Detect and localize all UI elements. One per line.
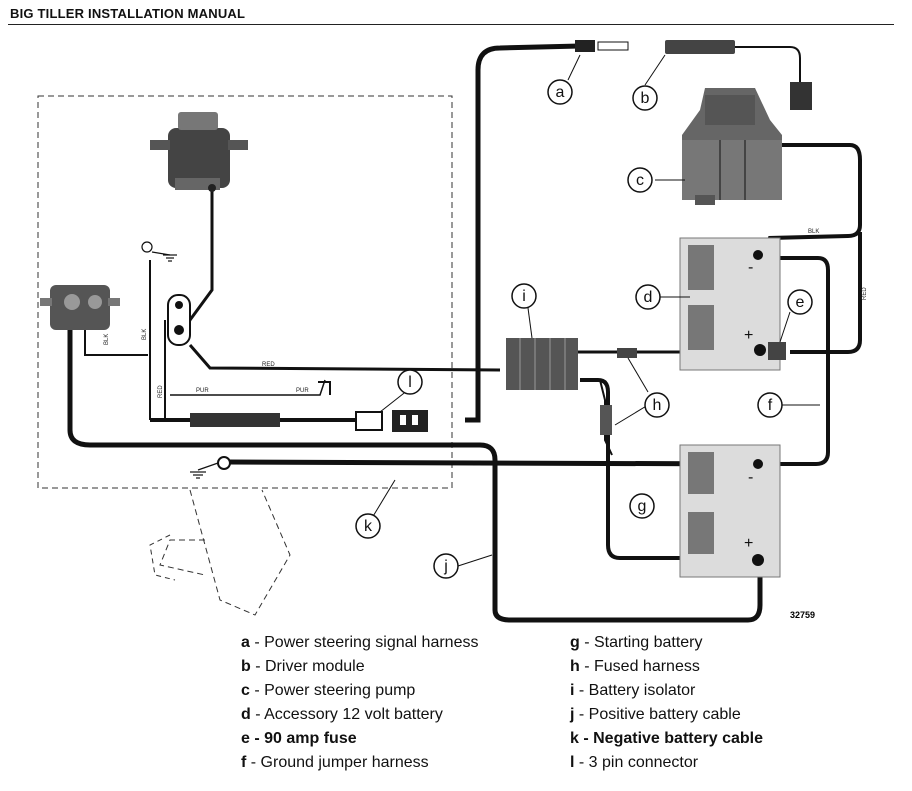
callout-circle-c: [627, 167, 653, 193]
wire-label-pur-2: PUR: [296, 388, 309, 394]
callout-letter-k: k: [364, 518, 373, 535]
callout-letter-j: j: [443, 558, 448, 575]
acc-battery-neg-sign: -: [748, 259, 753, 276]
wire-label-blk-small: BLK: [104, 334, 110, 345]
solenoid-to-switch: [84, 330, 148, 356]
callout-circle-f: [757, 392, 783, 418]
callout-circle-k: [355, 513, 381, 539]
ground-symbol-top: [141, 241, 177, 262]
acc-battery-pos-sign: +: [744, 327, 753, 344]
signal-harness-connector: [575, 40, 629, 52]
wire-label-red-left: RED: [158, 385, 164, 398]
start-battery-pos-sign: +: [744, 535, 753, 552]
callout-circle-a: [547, 79, 573, 105]
legend-item-k: k - Negative battery cable: [570, 730, 763, 747]
starter-solenoid: [40, 285, 120, 330]
legend-item-c: c - Power steering pump: [241, 682, 416, 699]
positive-battery-cable-j: [67, 320, 763, 623]
legend-item-e: e - 90 amp fuse: [241, 730, 357, 747]
callout-letter-b: b: [641, 90, 650, 107]
callout-circle-b: [632, 85, 658, 111]
pur-wire: [170, 379, 326, 396]
legend-item-j: j - Positive battery cable: [570, 706, 741, 723]
callout-letter-l: l: [408, 374, 412, 391]
tiller-area-outline: [37, 95, 453, 489]
driver-module: [665, 40, 812, 110]
callout-circle-i: [511, 283, 537, 309]
callout-circle-j: [433, 553, 459, 579]
battery-isolator: [506, 338, 578, 390]
fused-harness-fuse-1: [617, 348, 637, 358]
outboard-lower-unit-outline: [159, 489, 291, 616]
leader-j: [457, 554, 493, 567]
in-line-fuse-holder: [318, 381, 331, 395]
figure-number: 32759: [790, 610, 815, 620]
header-rule: [8, 24, 894, 25]
callout-circle-d: [635, 284, 661, 310]
alternator: [150, 112, 248, 192]
pump-harness-right: [763, 143, 862, 256]
legend-item-g: g - Starting battery: [570, 634, 703, 651]
wire-label-blk-left: BLK: [142, 329, 148, 340]
callout-letter-i: i: [522, 288, 526, 305]
callout-letter-e: e: [796, 294, 805, 311]
red-main-wire: [188, 344, 501, 372]
leader-l: [379, 389, 409, 413]
legend-item-d: d - Accessory 12 volt battery: [241, 706, 443, 723]
callout-letter-a: a: [556, 84, 565, 101]
leader-a: [567, 54, 581, 81]
power-cable-top: [465, 43, 581, 423]
leader-k: [371, 479, 396, 519]
accessory-battery: [679, 237, 781, 371]
legend-item-i: i - Battery isolator: [570, 682, 696, 699]
ground-jumper-f: [760, 256, 830, 466]
callout-circle-h: [644, 392, 670, 418]
three-pin-connector: [355, 410, 428, 432]
callout-letter-c: c: [636, 172, 644, 189]
fuse-90-amp: [768, 342, 786, 360]
leader-b: [644, 54, 666, 86]
legend-item-b: b - Driver module: [241, 658, 365, 675]
leader-e: [779, 311, 791, 343]
start-battery-neg-sign: -: [748, 469, 753, 486]
ground-symbol-bottom: [190, 456, 231, 479]
fused-harness-fuse-2: [600, 405, 612, 435]
callout-letter-d: d: [644, 289, 653, 306]
legend-item-a: a - Power steering signal harness: [241, 634, 479, 651]
key-switch-terminal: [167, 294, 191, 346]
wiring-diagram: RED BLK RED BLK RED BLK PUR PUR - + - + …: [37, 40, 868, 623]
leader-h2: [614, 404, 649, 426]
wire-label-pur-1: PUR: [196, 388, 209, 394]
negative-battery-cable-k: [227, 459, 751, 467]
leader-i: [527, 307, 533, 339]
callout-circle-g: [629, 493, 655, 519]
legend-item-l: l - 3 pin connector: [570, 754, 699, 771]
callout-letter-f: f: [768, 397, 773, 414]
power-steering-pump: [682, 88, 782, 205]
callout-letter-g: g: [638, 498, 647, 515]
isolator-to-start-battery: [580, 378, 752, 560]
wire-label-red-main: RED: [262, 362, 275, 368]
legend: a - Power steering signal harness b - Dr…: [0, 628, 912, 778]
legend-item-h: h - Fused harness: [570, 658, 700, 675]
manual-header: BIG TILLER INSTALLATION MANUAL: [10, 6, 246, 21]
legend-item-f: f - Ground jumper harness: [241, 754, 429, 771]
wire-label-red-right: RED: [862, 287, 868, 300]
starting-battery: [679, 444, 781, 578]
leader-h1: [627, 357, 649, 393]
harness-sheath: [190, 413, 280, 427]
red-cable-fuse: [790, 232, 862, 354]
propeller-outline: [149, 534, 176, 581]
callout-circle-e: [787, 289, 813, 315]
wire-label-blk-top: BLK: [808, 229, 819, 235]
callout-letter-h: h: [653, 397, 662, 414]
callout-circle-l: [397, 369, 423, 395]
